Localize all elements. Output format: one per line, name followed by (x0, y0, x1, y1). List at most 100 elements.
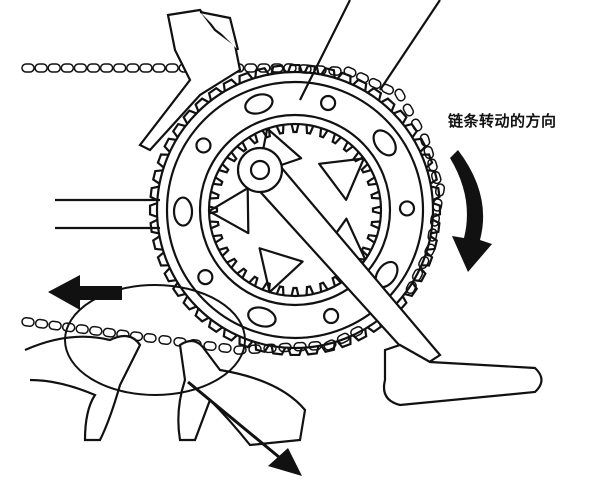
chainring-tooth (151, 169, 163, 185)
chain-link (350, 326, 364, 338)
chain-link (270, 63, 284, 73)
chainring-tooth (182, 109, 197, 125)
inner-ring-tooth (248, 133, 259, 145)
outer-window (172, 196, 194, 227)
outer-window (247, 306, 277, 328)
chainring-tooth (393, 109, 408, 125)
left-arrow-icon (48, 275, 122, 310)
chain-link (328, 66, 342, 76)
inner-ring-tooth (218, 246, 230, 257)
chainring-tooth (430, 185, 441, 202)
inner-ring-tooth (366, 176, 378, 186)
chainring-tooth (366, 86, 383, 101)
crank-arm (236, 146, 442, 370)
inner-ring-tooth (218, 163, 230, 174)
chainring-tooth (303, 64, 320, 75)
chain-link (34, 63, 48, 73)
chain-link (427, 158, 438, 172)
chainring-bolt (323, 307, 340, 325)
chain-link (47, 63, 61, 73)
chainring-tooth (222, 78, 238, 92)
spider-window (258, 247, 304, 294)
inner-ring-tooth (226, 257, 238, 269)
outer-window (244, 93, 274, 115)
inner-ring-tooth (275, 285, 285, 296)
chain-link (405, 280, 417, 295)
chainring-tooth (421, 251, 434, 267)
grip-area-ellipse (64, 284, 246, 396)
chainring-tooth (171, 122, 186, 139)
chain-link (423, 145, 435, 160)
chain-link (48, 320, 62, 331)
chain-link (323, 339, 337, 351)
inner-ring-tooth (248, 275, 259, 287)
chainring-bolt (195, 137, 212, 154)
chainring-bolt (319, 94, 337, 112)
chain-link (430, 170, 442, 185)
inner-ring-tooth (212, 234, 224, 244)
chain-link (394, 88, 406, 102)
chain-link (410, 118, 423, 132)
chain-link (419, 133, 431, 147)
chain-link (165, 63, 179, 73)
chain-link (233, 345, 247, 355)
chain-link (432, 198, 443, 212)
inner-ring-tooth (305, 124, 315, 135)
chainring-tooth (148, 202, 158, 218)
chain-link (73, 63, 88, 73)
chain-link (75, 324, 89, 335)
chainring-tooth (380, 97, 396, 112)
chain-link (263, 343, 277, 354)
chainring-bolt (197, 269, 214, 286)
chainring-tooth (404, 281, 419, 298)
chain-link (218, 342, 232, 354)
inner-ring-tooth (290, 286, 300, 297)
chain-link (152, 63, 166, 73)
chainring-tooth (194, 308, 210, 323)
chainring-bolt (398, 200, 416, 217)
chain-link (402, 103, 415, 117)
inner-ring-tooth (209, 190, 220, 200)
inner-ring-tooth (331, 133, 342, 145)
chain-link (21, 63, 35, 73)
chain-link (89, 325, 103, 336)
chain-link (248, 344, 262, 355)
inner-ring-tooth (305, 285, 315, 296)
chainring-tooth (156, 251, 169, 267)
chain-link (429, 213, 441, 227)
spider-window (318, 157, 365, 201)
inner-ring-tooth (370, 190, 381, 200)
chainring-tooth (149, 185, 160, 202)
rotation-arrow-icon (450, 150, 492, 272)
chain-link (380, 83, 395, 95)
chain-link (21, 316, 35, 328)
chainring-tooth (413, 137, 427, 153)
spider-window (207, 187, 250, 235)
chainring-tooth (352, 328, 368, 342)
chain-link (86, 63, 101, 73)
chain-link (60, 63, 75, 73)
pedal (382, 343, 543, 407)
chain-link (34, 318, 49, 329)
chain-link (424, 243, 436, 257)
inner-ring-tooth (319, 281, 329, 293)
inner-ring-tooth (370, 220, 381, 230)
chain-link (112, 63, 127, 73)
chainring-tooth (427, 235, 439, 251)
chain-link (278, 342, 292, 353)
chain-link (203, 340, 217, 352)
chainring-tooth (430, 218, 441, 235)
chain-link (411, 268, 424, 282)
inner-ring-tooth (290, 123, 300, 134)
chain-link (158, 334, 172, 346)
chainring-tooth (194, 97, 210, 112)
chain-link (418, 255, 430, 270)
front-derailleur (138, 8, 242, 152)
chain-link (298, 64, 312, 74)
chainring-tooth (182, 295, 197, 311)
chainring-tooth (207, 86, 224, 101)
chainring-tooth (163, 267, 177, 283)
inner-ring-tooth (209, 220, 220, 230)
chain-link (427, 228, 438, 242)
chain-link (313, 65, 327, 75)
